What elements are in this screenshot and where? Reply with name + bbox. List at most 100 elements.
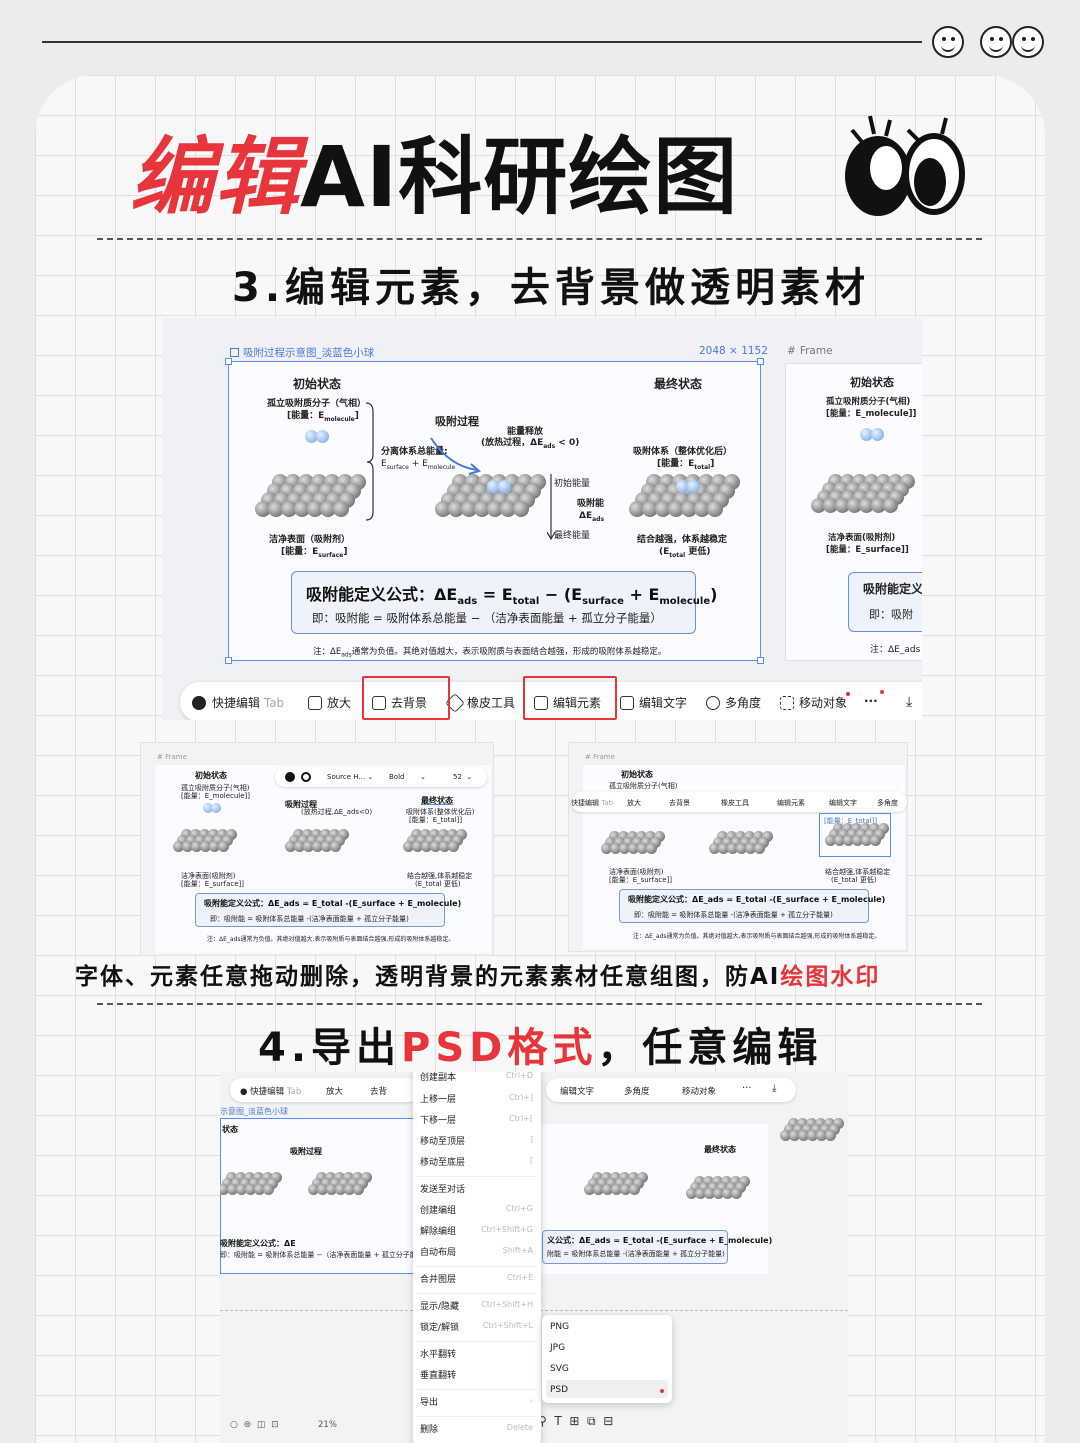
more-button[interactable]: ··· [742, 1083, 752, 1094]
quick-edit-toolbar-right: 编辑文字 多角度 移动对象 ··· ⤓ [546, 1078, 796, 1102]
edit-text-button[interactable]: 编辑文字 [620, 694, 687, 711]
resize-handle[interactable] [225, 657, 232, 664]
more-button[interactable]: ··· [864, 694, 878, 708]
side-isolated-label: 孤立吸附质分子(气相) [826, 397, 911, 407]
upscale-button[interactable]: 放大 [308, 694, 351, 711]
surface-atom [883, 498, 899, 513]
surface-atom [244, 1172, 256, 1183]
remove-background-button[interactable]: 去背景 [372, 694, 427, 711]
context-menu-item[interactable]: 解除编组 [420, 1227, 457, 1237]
bottom-tool-icons[interactable]: ○ ⊜ ◫ ⊡ [230, 1420, 279, 1430]
surface-atom [320, 829, 332, 840]
upscale-button[interactable]: 放大 [627, 799, 641, 807]
context-menu-item[interactable]: 锁定/解锁 [420, 1323, 460, 1333]
new-badge-dot [880, 690, 884, 694]
hd-icon [308, 696, 322, 710]
context-menu-item[interactable]: 自动布局 [420, 1248, 457, 1258]
resize-handle[interactable] [225, 358, 232, 365]
multi-angle-button[interactable]: 多角度 [706, 694, 761, 711]
export-option-psd[interactable]: PSD [550, 1385, 569, 1395]
surface-atom [834, 835, 846, 846]
formula-text: 吸附能定义公式：ΔEads = Etotal − (Esurface + Emo… [306, 585, 718, 608]
formula-box[interactable]: 吸附能定义公式：ΔE_ads = E_total -(E_surface + E… [619, 889, 885, 923]
bottom-toolbar-icons[interactable]: ⚲ T ⊞ ⧉ ⊟ [538, 1414, 614, 1428]
formula-box-right[interactable]: 义公式：ΔE_ads = E_total -(E_surface + E_mol… [542, 1230, 772, 1264]
quick-edit-button[interactable]: 快捷编辑 Tab [571, 799, 614, 807]
edit-elements-button[interactable]: 编辑元素 [777, 799, 805, 807]
context-menu-item[interactable]: 创建编组 [420, 1206, 457, 1216]
surface-atom [615, 1178, 627, 1189]
multi-angle-button[interactable]: 多角度 [877, 799, 898, 807]
selected-element-box[interactable]: [能量：E_total]] [819, 813, 891, 857]
quick-edit-button[interactable]: 快捷编辑 Tab [192, 694, 284, 711]
context-menu-item[interactable]: 上移一层 [420, 1095, 457, 1105]
resize-handle[interactable] [757, 657, 764, 664]
frame-label: # Frame [585, 753, 615, 761]
surface-atom [439, 841, 451, 852]
surface-atom [434, 835, 446, 846]
initial-label: 状态 [222, 1125, 238, 1134]
quick-edit-button[interactable]: ● 快捷编辑 Tab [240, 1087, 302, 1097]
context-menu-item[interactable]: 导出 [420, 1398, 439, 1408]
context-menu-item[interactable]: 发送至对话 [420, 1185, 466, 1195]
multi-angle-button[interactable]: 多角度 [624, 1087, 650, 1097]
font-family-select[interactable]: Source H... ⌄ [327, 773, 374, 781]
edit-text-button[interactable]: 编辑文字 [560, 1087, 595, 1097]
surface-atom [227, 1184, 239, 1195]
remove-background-button[interactable]: 去背景 [669, 799, 690, 807]
export-option-svg[interactable]: SVG [550, 1364, 569, 1374]
context-menu-item[interactable]: 下移一层 [420, 1116, 457, 1126]
stronger-label: 结合越强,体系越稳定 [407, 872, 473, 880]
surface-atom [627, 831, 639, 842]
context-menu-item[interactable]: 合并图层 [420, 1275, 457, 1285]
context-menu-item[interactable]: 显示/隐藏 [420, 1302, 460, 1312]
move-object-button[interactable]: 移动对象 [682, 1087, 717, 1097]
formula-box[interactable]: 吸附能定义公式：ΔE_ads = E_total -(E_surface + E… [195, 893, 461, 927]
color-swatch[interactable] [285, 772, 295, 782]
edit-text-button[interactable]: 编辑文字 [829, 799, 857, 807]
stroke-swatch[interactable] [301, 772, 311, 782]
export-option-png[interactable]: PNG [550, 1322, 570, 1332]
frame-left[interactable] [220, 1118, 416, 1274]
surface-atom [780, 1130, 792, 1141]
surface-atom [784, 1124, 796, 1135]
context-menu-item[interactable]: 垂直翻转 [420, 1371, 457, 1381]
download-icon[interactable]: ⤓ [772, 1083, 777, 1094]
export-option-jpg[interactable]: JPG [550, 1343, 566, 1353]
surface-atom [717, 831, 729, 842]
side-frame-label[interactable]: #Frame [787, 345, 833, 357]
context-menu-item[interactable]: 移动至底层 [420, 1158, 466, 1168]
upscale-button[interactable]: 放大 [326, 1087, 344, 1097]
edit-elements-button[interactable]: 编辑元素 [534, 694, 601, 711]
surface-atom [222, 835, 234, 846]
font-weight-select[interactable]: Bold ⌄ [389, 773, 426, 781]
frame-name-label[interactable]: 吸附过程示意图_淡蓝色小球 [230, 345, 374, 360]
context-menu-item[interactable]: 移动至顶层 [420, 1137, 466, 1147]
final-state-editing[interactable]: 最终状态 [421, 796, 453, 805]
eraser-button[interactable]: 橡皮工具 [721, 799, 749, 807]
move-object-button[interactable]: 移动对象 [780, 694, 847, 711]
selected-frame[interactable]: 初始状态 最终状态 孤立吸附质分子（气相） [能量：Emolecule] 分离体… [225, 358, 764, 664]
surface-atom [254, 1184, 266, 1195]
quick-edit-toolbar-left: ● 快捷编辑 Tab 放大 去背 [230, 1078, 420, 1102]
context-menu-item[interactable]: 水平翻转 [420, 1350, 457, 1360]
remove-background-button[interactable]: 去背 [370, 1087, 388, 1097]
surface-atom [584, 1184, 596, 1195]
surface-atom [871, 498, 887, 513]
zoom-level[interactable]: 21% [318, 1420, 337, 1430]
frame-name-label[interactable]: 示意图_淡蓝色小球 [220, 1107, 288, 1116]
download-icon[interactable]: ⤓ [906, 694, 913, 710]
context-menu-item[interactable]: 删除 [420, 1425, 439, 1435]
surface-atom [312, 841, 324, 852]
resize-handle[interactable] [757, 358, 764, 365]
font-size-select[interactable]: 52 ⌄ [453, 773, 473, 781]
surface-atom [628, 501, 645, 517]
eraser-button[interactable]: 橡皮工具 [445, 693, 515, 713]
formula-box[interactable]: 吸附能定义公式：ΔEads = Etotal − (Esurface + Emo… [291, 571, 717, 634]
surface-atom [294, 841, 306, 852]
surface-atom [735, 831, 747, 842]
side-frame-preview[interactable]: 初始状态 孤立吸附质分子(气相) [能量：E_molecule]] 洁净表面(吸… [785, 363, 922, 661]
context-menu-item[interactable]: 创建副本 [420, 1073, 457, 1083]
surface-atom [637, 843, 649, 854]
surface-atom [249, 1178, 261, 1189]
